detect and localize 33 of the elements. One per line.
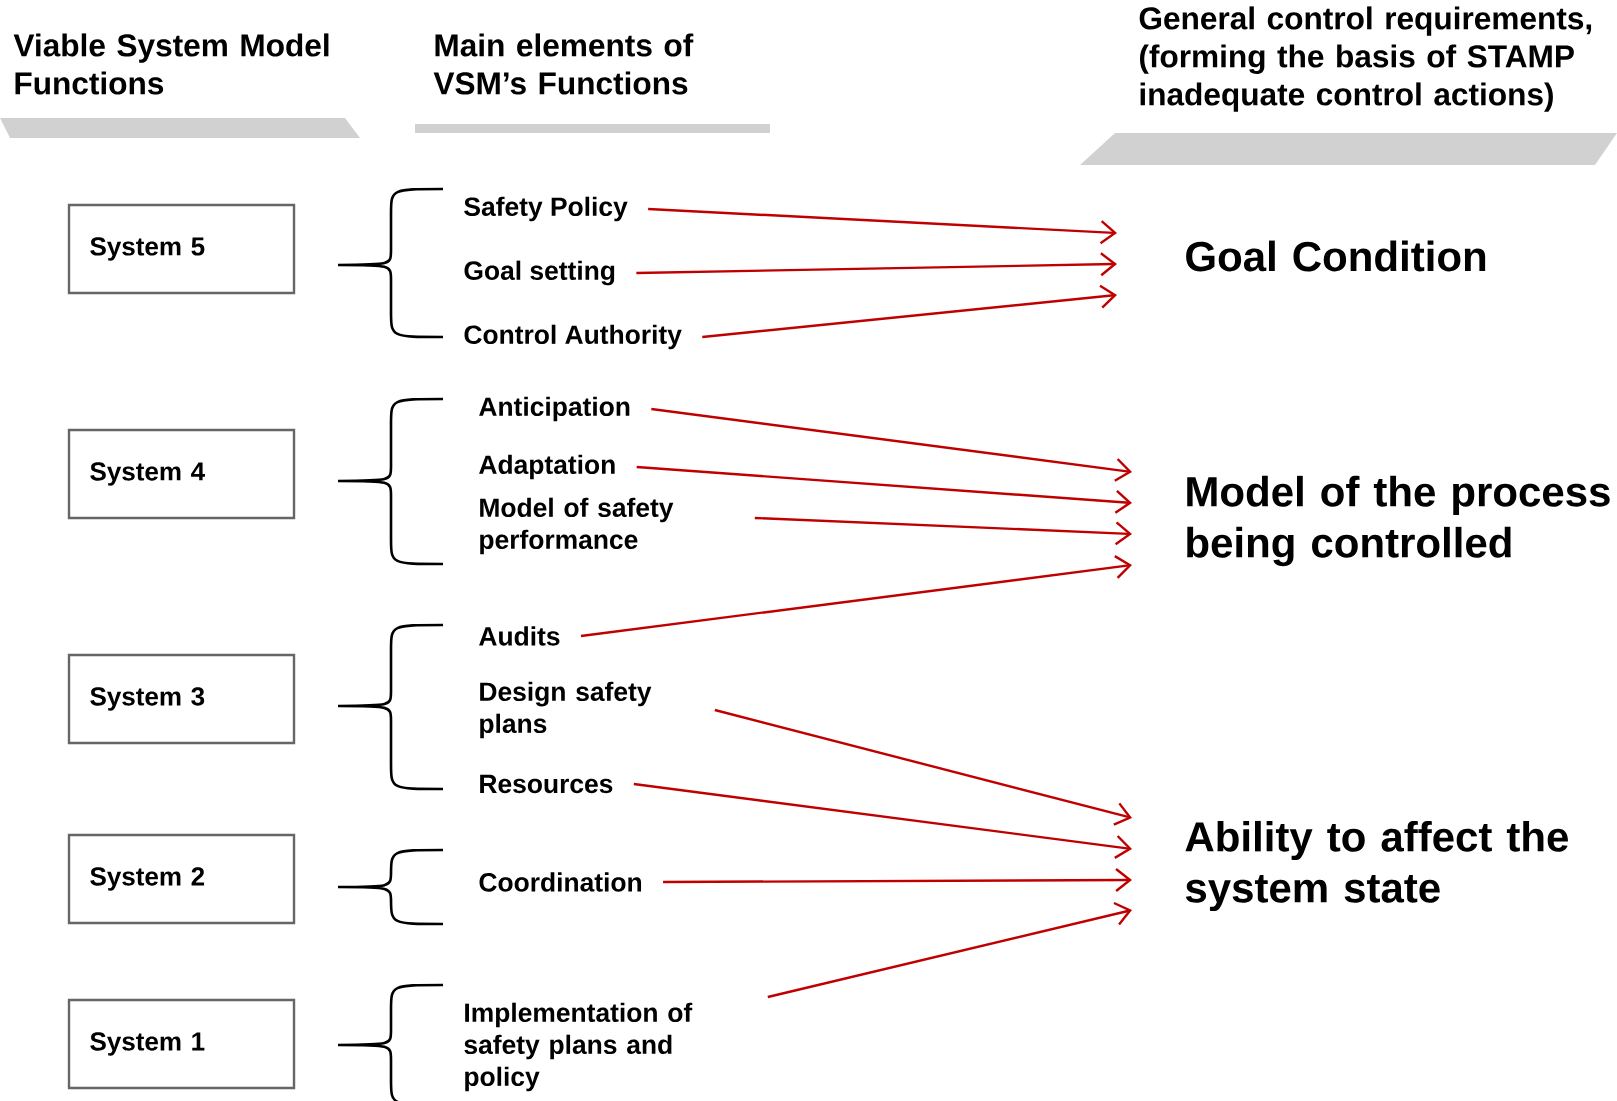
arrow	[767, 901, 1133, 999]
column-header: Main elements of VSM’s Functions	[433, 33, 694, 95]
element-text: Adaptation	[479, 454, 615, 480]
requirement-text: Ability to affect the system state	[1185, 820, 1568, 912]
element-text: Control Authority	[464, 324, 682, 350]
element-text: Audits	[479, 626, 560, 646]
system-box: System 5	[67, 203, 296, 295]
arrow	[648, 207, 1117, 245]
system-box: System 1	[67, 998, 296, 1090]
element-text: Design safety plans	[480, 681, 652, 739]
column-header: General control requirements, (forming the basis of STAMP inadequate control actions)	[1139, 6, 1592, 112]
element-text: Resources	[480, 774, 613, 794]
arrow	[702, 284, 1117, 339]
arrow	[636, 465, 1132, 514]
element-text: Anticipation	[479, 396, 630, 422]
arrow	[651, 407, 1132, 482]
element-text: Coordination	[479, 872, 642, 892]
requirement-text: Model of the process being controlled	[1187, 475, 1610, 567]
element-text: Goal setting	[464, 260, 615, 286]
arrow	[754, 516, 1132, 546]
column-header: Viable System Model Functions	[13, 33, 329, 95]
arrow	[580, 555, 1132, 638]
system-box: System 3	[67, 653, 296, 745]
arrow	[633, 782, 1132, 859]
element-text: Model of safety performance	[480, 497, 674, 555]
requirement-text: Goal Condition	[1186, 240, 1486, 272]
element-text: Safety Policy	[464, 196, 628, 222]
system-box: System 4	[67, 428, 296, 520]
element-text: Implementation of safety plans and policy	[464, 1002, 693, 1092]
arrow	[714, 708, 1132, 826]
arrow	[636, 252, 1117, 277]
system-box: System 2	[67, 833, 296, 925]
arrow	[663, 868, 1132, 892]
